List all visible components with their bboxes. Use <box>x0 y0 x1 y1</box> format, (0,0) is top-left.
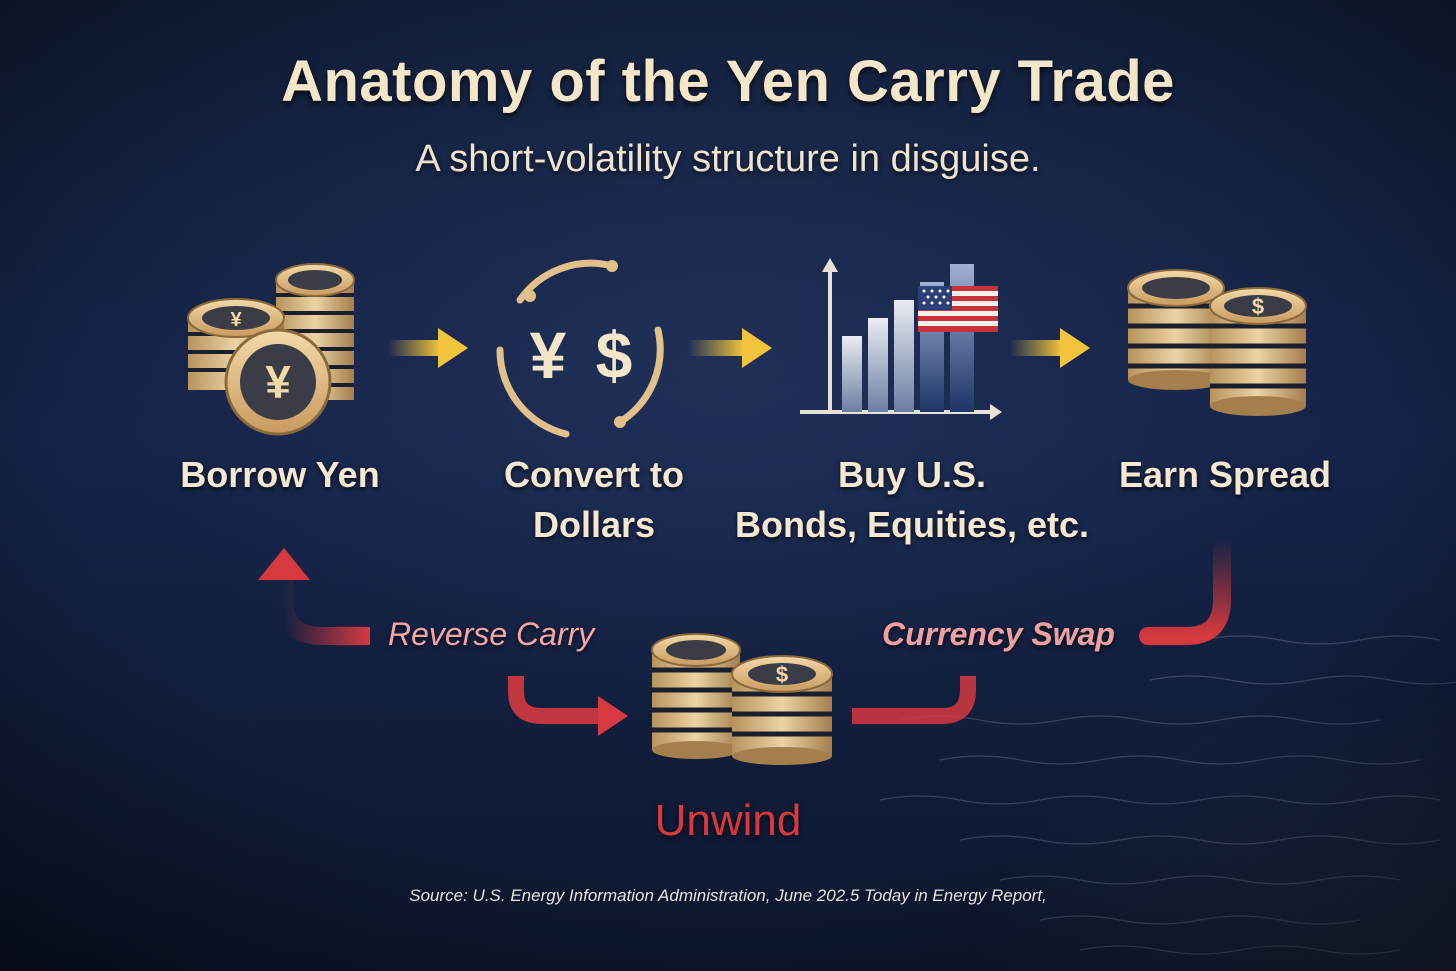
svg-text:$: $ <box>1252 294 1264 319</box>
reverse-arrow-right <box>1148 540 1222 636</box>
svg-text:$: $ <box>596 318 633 392</box>
reverse-arrow-left <box>258 548 370 636</box>
step-1-line-1: Borrow Yen <box>150 450 410 500</box>
step-2-line-1: Convert to <box>454 450 734 500</box>
forward-arrow-2 <box>688 328 772 368</box>
svg-text:¥: ¥ <box>265 356 291 408</box>
us-bar-chart-flag-icon <box>800 258 1002 420</box>
step-3-line-1: Buy U.S. <box>730 450 1094 500</box>
step-3-line-2: Bonds, Equities, etc. <box>730 500 1094 550</box>
step-label-convert-dollars: Convert to Dollars <box>454 450 734 550</box>
unwind-coin-stack-icon: $ <box>652 634 832 765</box>
step-2-line-2: Dollars <box>454 500 734 550</box>
step-label-borrow-yen: Borrow Yen <box>150 450 410 500</box>
forward-arrow-3 <box>1010 328 1090 368</box>
dollar-coin-stack-icon: $ <box>1128 270 1306 416</box>
svg-text:$: $ <box>776 662 788 687</box>
source-note: Source: U.S. Energy Information Administ… <box>0 886 1456 906</box>
unwind-label: Unwind <box>0 796 1456 846</box>
yen-dollar-exchange-icon: ¥ $ <box>500 260 660 434</box>
svg-text:¥: ¥ <box>530 318 567 392</box>
reverse-carry-label: Reverse Carry <box>388 616 594 653</box>
step-4-line-1: Earn Spread <box>1100 450 1350 500</box>
step-label-earn-spread: Earn Spread <box>1100 450 1350 500</box>
forward-arrow-1 <box>388 328 468 368</box>
currency-swap-label: Currency Swap <box>882 616 1115 653</box>
reverse-arrow-center-right <box>852 676 968 716</box>
yen-coin-stack-icon: ¥ ¥ <box>188 264 354 434</box>
reverse-arrow-into-unwind <box>516 676 628 736</box>
svg-text:¥: ¥ <box>230 309 242 331</box>
step-label-buy-us-assets: Buy U.S. Bonds, Equities, etc. <box>730 450 1094 550</box>
